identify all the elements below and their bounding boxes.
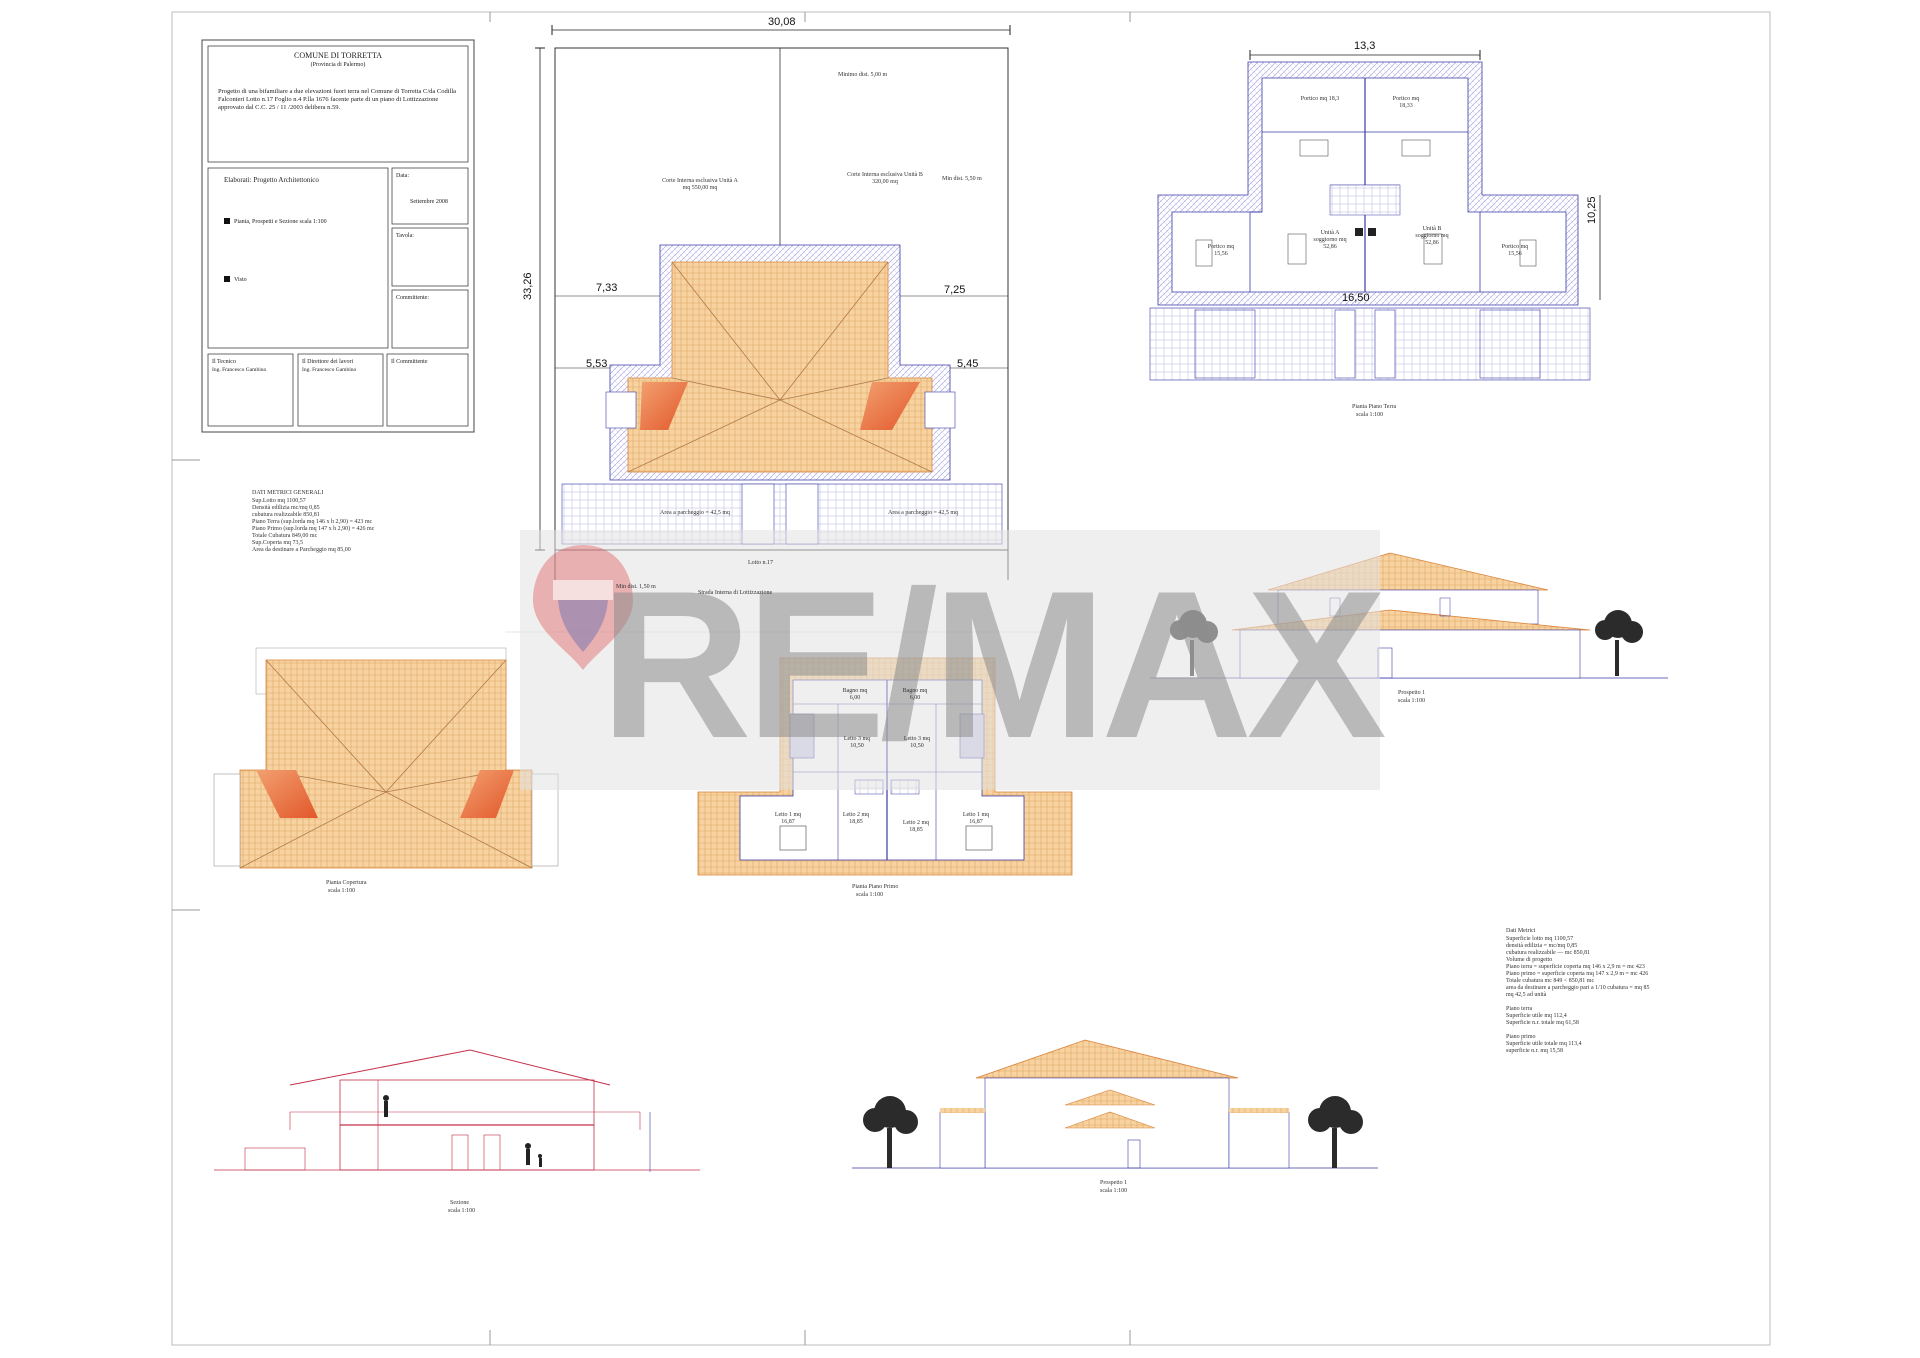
room-bagno-b: Bagno mq 6,00	[902, 688, 928, 701]
dati-metrici-line: Sup.Lotto mq 1100,57	[252, 498, 306, 504]
room-letto-a2: Letto 2 mq 18,85	[842, 812, 870, 825]
room-bagno-a: Bagno mq 6,00	[842, 688, 868, 701]
dati-metrici-2-line: Superficie utile mq 112,4	[1506, 1013, 1567, 1019]
room-letto-b1: Letto 1 mq 16,87	[962, 812, 990, 825]
title-comune: COMUNE DI TORRETTA	[294, 51, 382, 60]
elaborato-item-1: Pianta, Prospetti e Sezione scala 1:100	[234, 219, 327, 225]
elaborati-label: Elaborati: Progetto Architettonico	[224, 176, 319, 184]
ground-floor-caption: Pianta Piano Terra	[1352, 404, 1397, 410]
dati-metrici-2-list: Superficie lotto mq 1100,57 densità edil…	[1506, 936, 1650, 1055]
dati-metrici-2-line	[1506, 1027, 1650, 1034]
room-portico-tr: Portico mq 18,33	[1392, 96, 1420, 109]
roof-plan	[213, 647, 559, 869]
dati-metrici-2-line: Superficie n.r. totale mq 61,58	[1506, 1020, 1579, 1026]
site-parking-b: Area a parcheggio = 42,5 mq	[888, 510, 959, 516]
room-letto-a1: Letto 1 mq 16,87	[774, 812, 802, 825]
dim-site-width: 30,08	[768, 16, 796, 28]
elaborato-item-2: Visto	[234, 277, 247, 283]
elevation-bottom	[852, 1039, 1378, 1169]
dati-metrici-2-line: Superficie lotto mq 1100,57	[1506, 936, 1574, 942]
dim-right-inner: 5,45	[957, 358, 979, 370]
dati-metrici-2-line	[1506, 999, 1650, 1006]
dati-metrici-2-line: area da destinare a parcheggio pari a 1/…	[1506, 985, 1650, 991]
site-parking-a: Area a parcheggio = 42,5 mq	[660, 510, 731, 516]
first-floor-caption: Pianta Piano Primo	[852, 884, 899, 890]
dati-metrici-2-line: Totale cubatura mc 849 < 850,81 mc	[1506, 978, 1595, 984]
dati-metrici-2-line: Superficie utile totale mq 113,4	[1506, 1041, 1582, 1047]
elevation-bottom-caption: Prospetto 1	[1100, 1180, 1128, 1186]
dati-metrici-list: Sup.Lotto mq 1100,57 Densità edilizia mc…	[252, 498, 374, 554]
data-label: Data:	[396, 173, 409, 179]
dati-metrici-2-line: mq 42,5 ad unità	[1506, 992, 1547, 998]
room-portico-l: Portico mq 15,56	[1207, 244, 1235, 257]
data-value: Settembre 2008	[410, 199, 448, 205]
dati-metrici-2-line: superficie n.r. mq 15,58	[1506, 1048, 1563, 1054]
room-living-b: Unità B soggiorno mq 52,86	[1415, 226, 1449, 246]
site-dist-top: Minimo dist. 5,00 m	[838, 72, 888, 78]
dati-metrici-line: Sup.Coperta mq 73,5	[252, 540, 303, 546]
dim-right-setback: 7,25	[944, 284, 966, 296]
dim-ground-height: 10,25	[1586, 196, 1598, 224]
site-lotto: Lotto n.17	[748, 560, 773, 566]
dim-left-setback: 7,33	[596, 282, 618, 294]
committente-label: Committente:	[396, 295, 429, 301]
dati-metrici-line: Piano Terra (sup.lorda mq 146 x h 2,90) …	[252, 519, 373, 525]
room-letto-b2: Letto 2 mq 18,85	[902, 820, 930, 833]
dim-left-inner: 5,53	[586, 358, 608, 370]
elevation-top-caption: Prospetto 1	[1398, 690, 1426, 696]
dati-metrici-2-line: cubatura realizzabile — mc 850,81	[1506, 950, 1591, 956]
site-corte-a: Corte Interna esclusiva Unità A mq 550,0…	[662, 178, 738, 191]
site-corte-b: Corte Interna esclusiva Unità B 320,00 m…	[847, 172, 923, 185]
section-caption: Sezione	[450, 1200, 469, 1206]
first-floor-scale: scala 1:100	[856, 892, 884, 898]
watermark-text: RE/MAX	[600, 547, 1387, 782]
dati-metrici-line: cubatura realizzabile 850,81	[252, 512, 320, 518]
site-dist-right: Min dist. 5,50 m	[942, 176, 982, 182]
tavola-label: Tavola:	[396, 233, 414, 239]
dati-metrici-line: Totale Cubatura 849,00 mc	[252, 533, 318, 539]
dati-metrici-line: Piano Primo (sup.lorda mq 147 x h 2,90) …	[252, 526, 375, 532]
room-living-a: Unità A soggiorno mq 52,86	[1313, 230, 1347, 250]
direttore-name: Ing. Francesco Gambino	[302, 367, 357, 373]
dati-metrici-2-line: Piano terra = superficie coperta mq 146 …	[1506, 964, 1645, 970]
elevation-bottom-scale: scala 1:100	[1100, 1188, 1128, 1194]
balloon-logo-icon	[533, 545, 633, 670]
title-provincia: (Provincia di Palermo)	[310, 62, 366, 68]
dati-metrici-2-line: Piano primo	[1506, 1034, 1536, 1040]
dati-metrici-2-line: Piano terra	[1506, 1006, 1533, 1012]
site-road: Strada Interna di Lottizzazione	[698, 590, 773, 596]
dati-metrici-2-line: Piano primo = superficie coperta mq 147 …	[1506, 971, 1649, 977]
tecnico-label: Il Tecnico	[212, 359, 236, 365]
room-portico-r: Portico mq 15,56	[1501, 244, 1529, 257]
roof-scale: scala 1:100	[328, 888, 356, 894]
dati-metrici-2-line: Volume di progetto	[1506, 957, 1553, 963]
project-description: Progetto di una bifamiliare a due elevaz…	[218, 88, 457, 111]
elevation-top-scale: scala 1:100	[1398, 698, 1426, 704]
committente-signature-label: Il Committente	[391, 359, 428, 365]
room-portico-tl: Portico mq 18,3	[1300, 96, 1340, 102]
section	[214, 1049, 700, 1172]
dati-metrici-2-heading: Dati Metrici	[1506, 928, 1536, 934]
dati-metrici-line: Densità edilizia mc/mq 0,85	[252, 505, 320, 511]
room-letto-b3: Letto 3 mq 10,50	[903, 736, 931, 749]
direttore-label: Il Direttore dei lavori	[302, 359, 354, 365]
site-plan	[535, 25, 1011, 580]
section-scale: scala 1:100	[448, 1208, 476, 1214]
dim-ground-width: 13,3	[1354, 40, 1376, 52]
site-dist-bottom: Min dist. 1,50 m	[616, 584, 656, 590]
ground-floor-scale: scala 1:100	[1356, 412, 1384, 418]
room-letto-a3: Letto 3 mq 10,50	[843, 736, 871, 749]
dim-site-height: 33,26	[522, 272, 534, 300]
title-block	[201, 39, 475, 433]
tecnico-name: Ing. Francesco Gambino	[212, 367, 267, 373]
dim-ground-base: 16,50	[1342, 292, 1370, 304]
dati-metrici-2-line: densità edilizia = mc/mq 0,85	[1506, 943, 1578, 949]
watermark-band	[520, 530, 1380, 790]
roof-caption: Pianta Copertura	[326, 880, 367, 886]
dati-metrici-line: Area da destinare a Parcheggio mq 85,00	[252, 547, 351, 553]
ground-floor-plan	[1149, 50, 1601, 381]
dati-metrici-heading: DATI METRICI GENERALI	[252, 490, 324, 496]
